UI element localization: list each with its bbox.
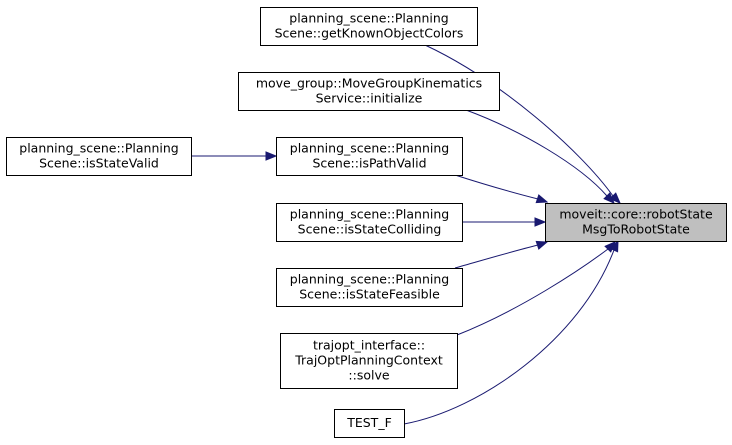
node-solve[interactable]: trajopt_interface::TrajOptPlanningContex… <box>280 333 458 389</box>
node-label-line: Scene::isStateFeasible <box>299 287 440 302</box>
node-box <box>276 137 463 176</box>
node-label-line: trajopt_interface:: <box>313 338 425 353</box>
node-label-line: Scene::isStateValid <box>39 156 159 171</box>
node-isStateColliding[interactable]: planning_scene::PlanningScene::isStateCo… <box>276 203 463 242</box>
node-label-line: Scene::getKnownObjectColors <box>275 26 464 41</box>
node-isStateFeasible[interactable]: planning_scene::PlanningScene::isStateFe… <box>276 268 463 307</box>
node-isPathValid[interactable]: planning_scene::PlanningScene::isPathVal… <box>276 137 463 176</box>
arrowhead-icon <box>609 192 621 204</box>
node-label-line: ::solve <box>348 368 389 383</box>
node-box <box>334 409 405 438</box>
arrowhead-icon <box>603 192 615 204</box>
node-label-line: planning_scene::Planning <box>290 141 449 156</box>
node-box <box>276 203 463 242</box>
nodes-layer: planning_scene::PlanningScene::getKnownO… <box>6 7 727 438</box>
edge-line <box>454 174 539 200</box>
arrowhead-icon <box>534 217 547 227</box>
edge-line <box>403 249 615 425</box>
node-isStateValid[interactable]: planning_scene::PlanningScene::isStateVa… <box>6 137 192 176</box>
arrowhead-icon <box>535 240 549 250</box>
edge-isStateColliding-to-robotStateMsgToRobotState <box>462 217 547 227</box>
edge-line <box>456 248 609 336</box>
node-box <box>276 268 463 307</box>
node-label-line: planning_scene::Planning <box>290 207 449 222</box>
node-label-line: TEST_F <box>346 415 392 430</box>
node-box <box>238 72 500 111</box>
edges-layer <box>191 44 621 425</box>
node-label-line: Scene::isPathValid <box>312 156 426 171</box>
node-label-line: planning_scene::Planning <box>19 141 178 156</box>
node-label-line: MsgToRobotState <box>582 222 690 237</box>
edge-getKnownObjectColors-to-robotStateMsgToRobotState <box>424 44 621 204</box>
edge-line <box>454 244 539 269</box>
node-TEST_F[interactable]: TEST_F <box>334 409 405 438</box>
edge-isStateFeasible-to-robotStateMsgToRobotState <box>454 240 549 269</box>
node-label-line: Service::initialize <box>316 91 423 106</box>
node-getKnownObjectColors[interactable]: planning_scene::PlanningScene::getKnownO… <box>260 7 478 46</box>
edge-initialize-to-robotStateMsgToRobotState <box>465 109 615 204</box>
node-box <box>6 137 192 176</box>
node-label-line: planning_scene::Planning <box>290 272 449 287</box>
node-label-line: moveit::core::robotState <box>559 207 713 222</box>
node-label-line: Scene::isStateColliding <box>298 222 442 237</box>
arrowhead-icon <box>609 239 619 253</box>
node-box <box>260 7 478 46</box>
node-box <box>280 333 458 389</box>
edge-solve-to-robotStateMsgToRobotState <box>456 241 616 336</box>
node-label-line: planning_scene::Planning <box>289 11 448 26</box>
edge-TEST_F-to-robotStateMsgToRobotState <box>403 239 619 425</box>
node-label-line: TrajOptPlanningContext <box>294 353 443 368</box>
edge-isPathValid-to-robotStateMsgToRobotState <box>454 174 549 204</box>
node-box <box>545 203 727 242</box>
arrowhead-icon <box>535 194 549 204</box>
node-label-line: move_group::MoveGroupKinematics <box>256 76 482 91</box>
edge-line <box>465 109 608 197</box>
node-initialize[interactable]: move_group::MoveGroupKinematicsService::… <box>238 72 500 111</box>
edge-isStateValid-to-isPathValid <box>191 151 278 161</box>
edge-line <box>424 44 614 197</box>
arrowhead-icon <box>265 151 278 161</box>
